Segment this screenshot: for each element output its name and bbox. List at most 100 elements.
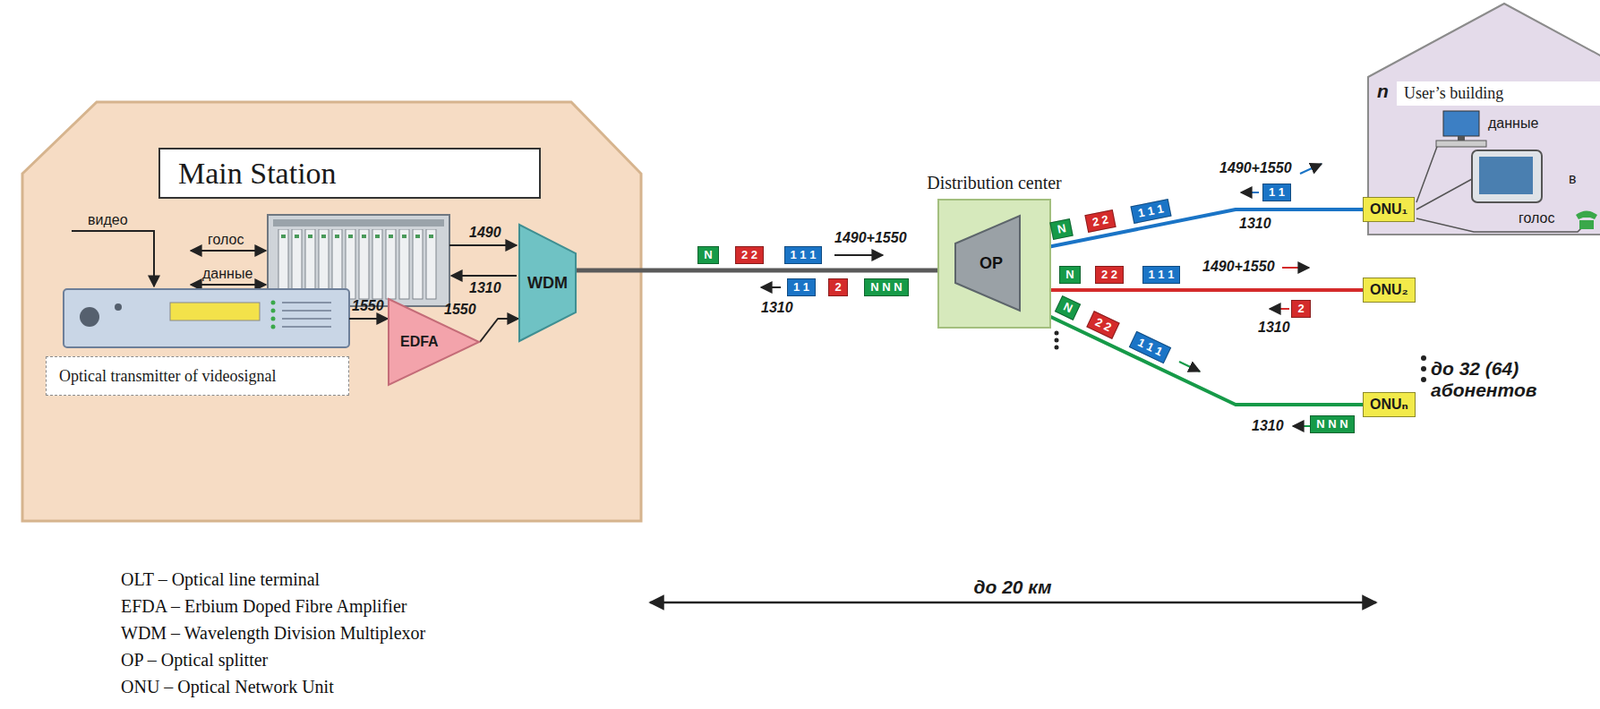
onu-box: ONU₁ <box>1362 196 1415 223</box>
more-dots <box>1054 331 1060 336</box>
packet-label: N <box>1060 299 1075 317</box>
more-dots <box>1420 366 1427 372</box>
packet-label: 2 2 <box>1090 212 1110 230</box>
packet-label: 2 2 <box>1093 315 1114 335</box>
legend-line: EFDA – Erbium Doped Fibre Amplifier <box>120 596 407 617</box>
node-label: WDM <box>527 273 568 293</box>
direction-arrow <box>761 286 781 289</box>
text-label: 1310 <box>469 279 502 297</box>
direction-arrow <box>1179 361 1200 372</box>
text-label: голос <box>207 231 244 249</box>
text-label: данные <box>202 265 253 283</box>
text-label: данные <box>1488 114 1539 132</box>
direction-arrow <box>1240 191 1259 194</box>
packet-label: 2 2 <box>741 248 758 263</box>
home-wiring <box>1416 144 1582 232</box>
data-packet: N <box>697 246 719 265</box>
text-label: до 32 (64) абонентов <box>1430 358 1546 402</box>
node-label: Optical transmitter of videosignal <box>45 356 350 396</box>
more-dots <box>1054 338 1060 343</box>
more-dots <box>1420 355 1427 361</box>
transmitter-device <box>63 289 350 348</box>
text-label: 1310 <box>761 299 794 317</box>
more-dots <box>1054 345 1060 351</box>
packet-label: N N N <box>1316 417 1348 432</box>
phone-handset <box>1575 211 1598 221</box>
data-packet: 2 2 <box>1084 209 1116 233</box>
node-label: OP <box>979 254 1003 274</box>
text-label: голос <box>1518 209 1555 227</box>
packet-label: 1 1 <box>793 280 810 295</box>
onu-box: ONU₂ <box>1362 277 1416 303</box>
legend-line: WDM – Wavelength Division Multiplexor <box>120 623 426 644</box>
node-label: ONU₂ <box>1369 281 1409 300</box>
transmitter-block: Optical transmitter of videosignal <box>45 284 350 396</box>
computer-keyboard <box>1436 140 1487 147</box>
data-packet: N <box>1049 217 1074 240</box>
data-packet: 1 1 <box>1262 183 1292 202</box>
legend-line: OP – Optical splitter <box>120 650 268 671</box>
device-knob <box>79 307 100 327</box>
data-packet: 2 <box>1291 299 1310 318</box>
splitter-node: OP <box>954 214 1021 312</box>
computer-monitor <box>1443 111 1480 137</box>
signal-arrow <box>349 317 388 320</box>
device-jack <box>114 303 122 311</box>
user-building: User’s buildingONU₁ <box>1366 0 1600 235</box>
device-display <box>170 302 260 321</box>
packet-label: N N N <box>870 280 902 295</box>
text-label: 1490+1550 <box>1202 257 1275 275</box>
text-label: до 20 км <box>973 576 1052 599</box>
data-packet: 1 1 1 <box>1130 198 1173 224</box>
packet-label: 1 1 1 <box>1137 201 1165 221</box>
data-packet: N <box>1059 265 1080 284</box>
downstream-arrow <box>449 244 517 247</box>
packet-label: 1 1 1 <box>790 248 817 263</box>
text-label: n <box>1377 80 1389 103</box>
packet-label: 2 <box>834 280 841 295</box>
fiber-line <box>576 268 955 274</box>
onu-box: ONUₙ <box>1362 392 1416 418</box>
text-label: 1310 <box>1257 318 1291 336</box>
wavelength-label: 1550 <box>444 300 477 318</box>
packet-label: 1 1 1 <box>1135 334 1165 360</box>
multiplexer-outline <box>519 224 576 342</box>
direction-arrow <box>1269 308 1290 310</box>
fiber-line <box>1020 288 1363 292</box>
data-packet: 1 1 <box>787 278 816 297</box>
packet-label: 2 <box>1297 301 1304 317</box>
packet-label: N <box>703 248 712 263</box>
data-packet: 2 2 <box>1095 265 1124 284</box>
node-label: User’s building <box>1396 81 1600 106</box>
video-arrow <box>71 231 155 287</box>
data-packet: 2 2 <box>735 246 764 265</box>
fiber-line <box>1020 209 1363 253</box>
computer-stand <box>1457 136 1465 141</box>
node-label: Main Station <box>178 156 337 191</box>
text-label: 1490+1550 <box>1219 159 1292 177</box>
data-packet: 1 1 1 <box>784 246 823 265</box>
data-packet: 2 <box>828 278 848 297</box>
data-packet: N N N <box>864 278 908 297</box>
device-led <box>271 308 276 314</box>
data-packet: N N N <box>1309 415 1354 434</box>
rack-strip <box>273 219 445 227</box>
legend-line: OLT – Optical line terminal <box>120 569 320 591</box>
signal-arrow <box>479 318 519 343</box>
node-label: Distribution center <box>926 172 1062 194</box>
wavelength-label: 1550 <box>351 297 385 315</box>
data-packet: 2 2 <box>1086 310 1121 340</box>
splitter-outline <box>955 215 1020 311</box>
text-label: 1490+1550 <box>834 229 907 247</box>
data-packet: 1 1 1 <box>1129 331 1172 364</box>
node-label: EDFA <box>400 333 439 351</box>
text-label: в <box>1568 170 1577 188</box>
phone-base <box>1579 220 1594 230</box>
packet-label: N <box>1065 267 1074 283</box>
direction-arrow <box>1300 163 1322 174</box>
data-packet: 1 1 1 <box>1142 265 1181 284</box>
packet-label: N <box>1056 221 1068 238</box>
device-led <box>271 316 276 322</box>
more-dots <box>1420 376 1427 383</box>
data-packet: N <box>1054 295 1082 321</box>
